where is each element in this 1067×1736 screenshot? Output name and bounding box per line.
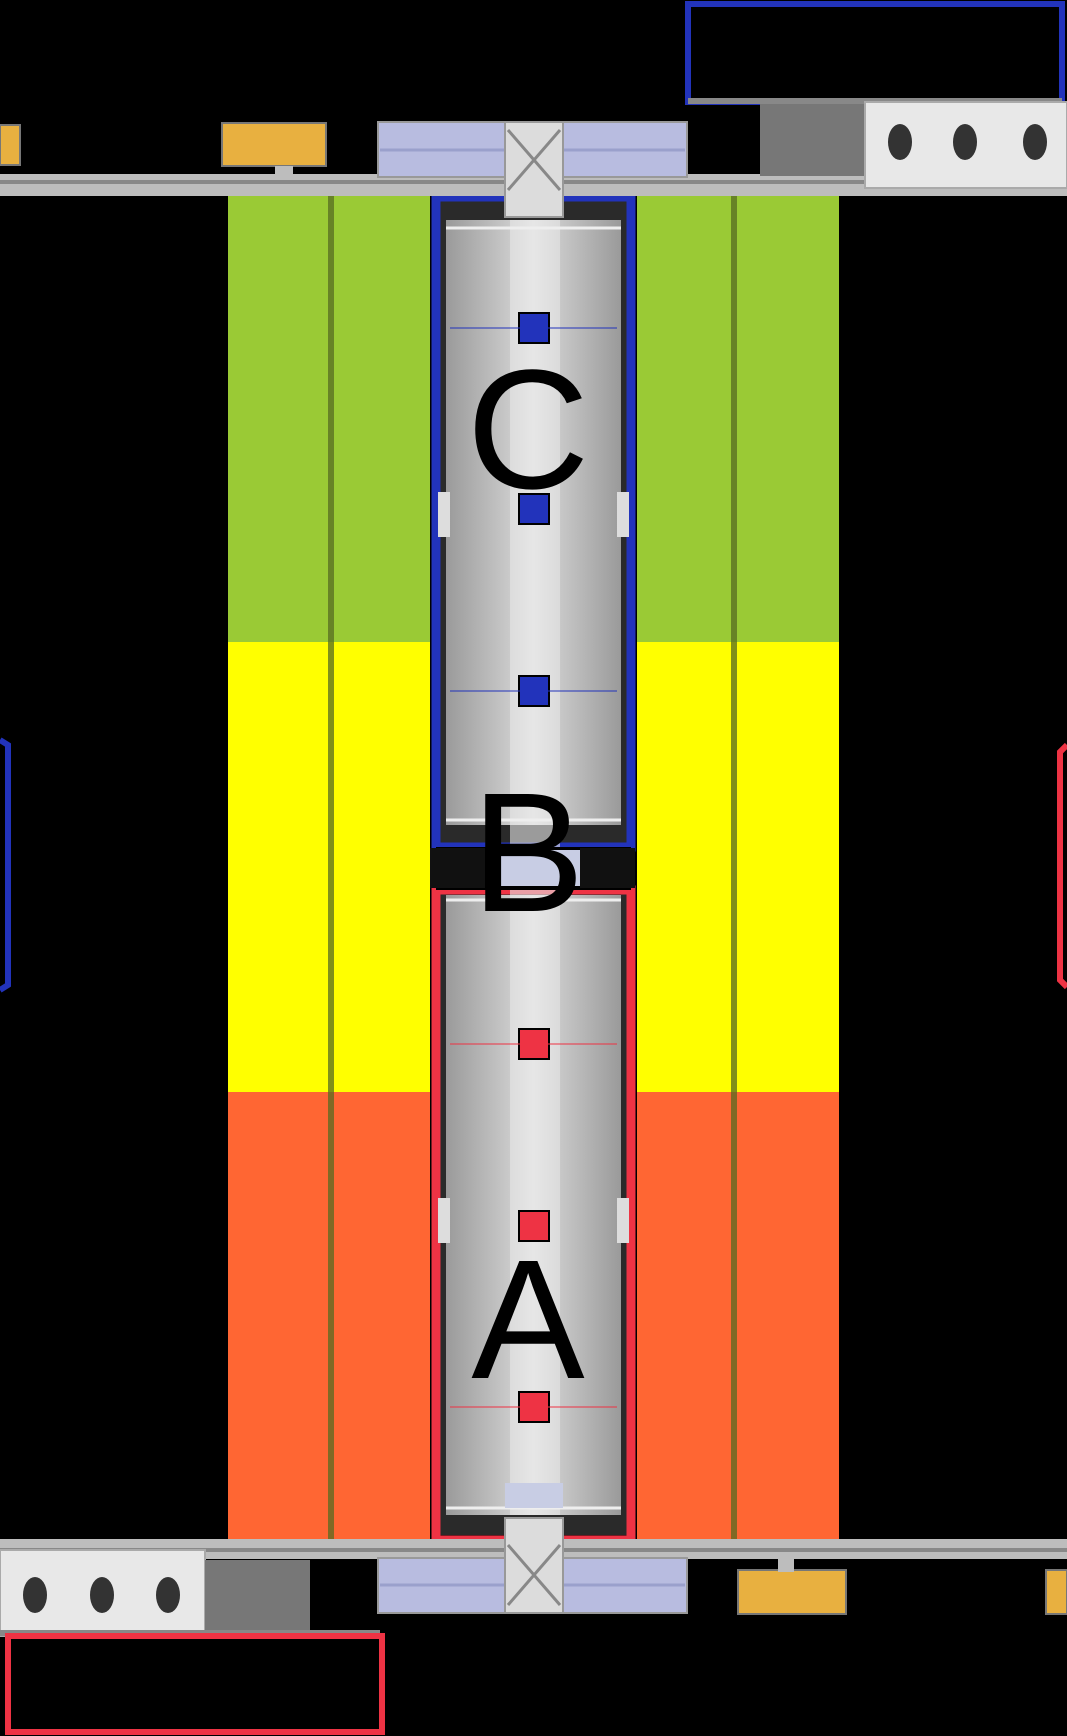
driver-station-icon (0, 1549, 206, 1637)
amber-marker (737, 1569, 847, 1615)
red-goal-outline (5, 1633, 385, 1735)
right-zone-middle (637, 642, 839, 1092)
right-lane-divider (731, 195, 737, 1540)
zone-label-a: A (471, 1225, 585, 1415)
right-zone-top (637, 195, 839, 642)
top-structure (0, 1, 1067, 218)
left-lane-divider (328, 195, 334, 1540)
amber-marker (221, 122, 327, 167)
bottom-structure (0, 1517, 1067, 1735)
amber-marker (0, 124, 21, 166)
red-side-marker (1057, 742, 1067, 990)
amber-marker (1045, 1569, 1067, 1615)
blue-pads (450, 312, 617, 707)
driver-station-icon (864, 101, 1067, 189)
truss-icon (504, 1517, 564, 1614)
right-zone-bottom (637, 1092, 839, 1540)
red-pad-icon (518, 1210, 550, 1242)
right-lane (637, 195, 839, 1540)
left-lane (228, 195, 430, 1540)
zone-label-c: C (466, 335, 590, 525)
zone-label-b: B (471, 758, 585, 948)
truss-icon (504, 121, 564, 218)
blue-pad-icon (518, 493, 550, 525)
red-pads (450, 1028, 617, 1423)
blue-side-marker (0, 737, 11, 993)
